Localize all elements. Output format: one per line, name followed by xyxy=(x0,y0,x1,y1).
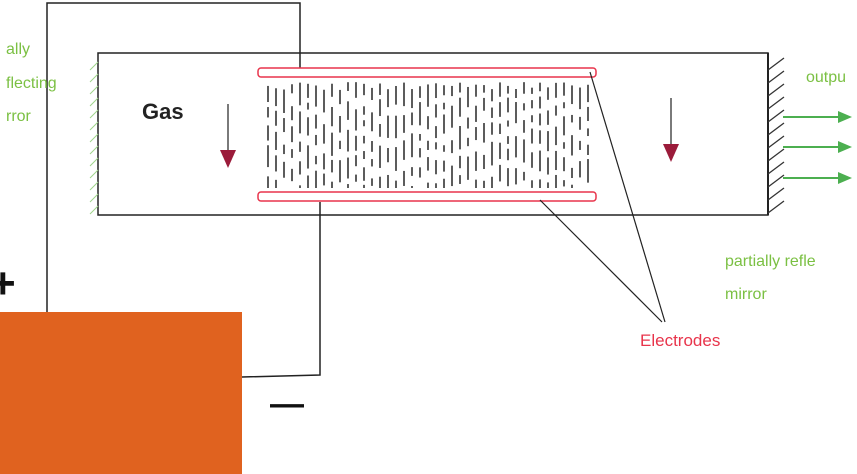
electrode-top xyxy=(257,67,597,78)
right-hatch-line xyxy=(767,57,785,71)
gas-flow-arrow-left xyxy=(220,104,236,168)
left-hatch-line xyxy=(89,205,99,215)
right-mirror-hatching xyxy=(767,57,785,214)
left-hatch-line xyxy=(89,157,99,167)
right-hatch-line xyxy=(767,83,785,97)
gas-label: Gas xyxy=(142,99,184,124)
right-hatch-line xyxy=(767,96,785,110)
right-hatch-line xyxy=(767,161,785,175)
right-hatch-line xyxy=(767,70,785,84)
left-mirror-label-line-3: rror xyxy=(6,108,32,125)
left-hatch-line xyxy=(89,61,99,71)
left-hatch-line xyxy=(89,121,99,131)
left-hatch-line xyxy=(89,73,99,83)
left-hatch-line xyxy=(89,193,99,203)
negative-wire xyxy=(241,202,321,378)
left-hatch-line xyxy=(89,85,99,95)
right-hatch-line xyxy=(767,109,785,123)
power-supply xyxy=(0,312,242,474)
minus-sign: — xyxy=(270,385,304,423)
right-hatch-line xyxy=(767,135,785,149)
right-mirror-label-line-2: mirror xyxy=(725,286,767,303)
left-hatch-line xyxy=(89,97,99,107)
electrode-pointer-2 xyxy=(539,199,663,323)
positive-wire xyxy=(46,2,301,312)
right-hatch-line xyxy=(767,148,785,162)
left-hatch-line xyxy=(89,133,99,143)
gas-discharge xyxy=(267,82,589,188)
left-mirror-label-line-1: ally xyxy=(6,41,30,58)
left-mirror-hatching xyxy=(89,61,99,215)
output-label: outpu xyxy=(806,69,846,86)
electrodes-label: Electrodes xyxy=(640,331,720,350)
output-beam-arrows xyxy=(783,111,852,184)
electrode-pointer-1 xyxy=(589,71,666,323)
right-hatch-line xyxy=(767,200,785,214)
plus-sign: + xyxy=(0,259,16,308)
left-hatch-line xyxy=(89,169,99,179)
right-hatch-line xyxy=(767,187,785,201)
electrode-bottom xyxy=(257,191,597,202)
right-hatch-line xyxy=(767,122,785,136)
left-hatch-line xyxy=(89,181,99,191)
left-hatch-line xyxy=(89,145,99,155)
gas-flow-arrow-right xyxy=(663,98,679,162)
left-hatch-line xyxy=(89,109,99,119)
right-hatch-line xyxy=(767,174,785,188)
left-mirror-label-line-2: flecting xyxy=(6,75,57,92)
right-mirror-label-line-1: partially refle xyxy=(725,253,816,270)
